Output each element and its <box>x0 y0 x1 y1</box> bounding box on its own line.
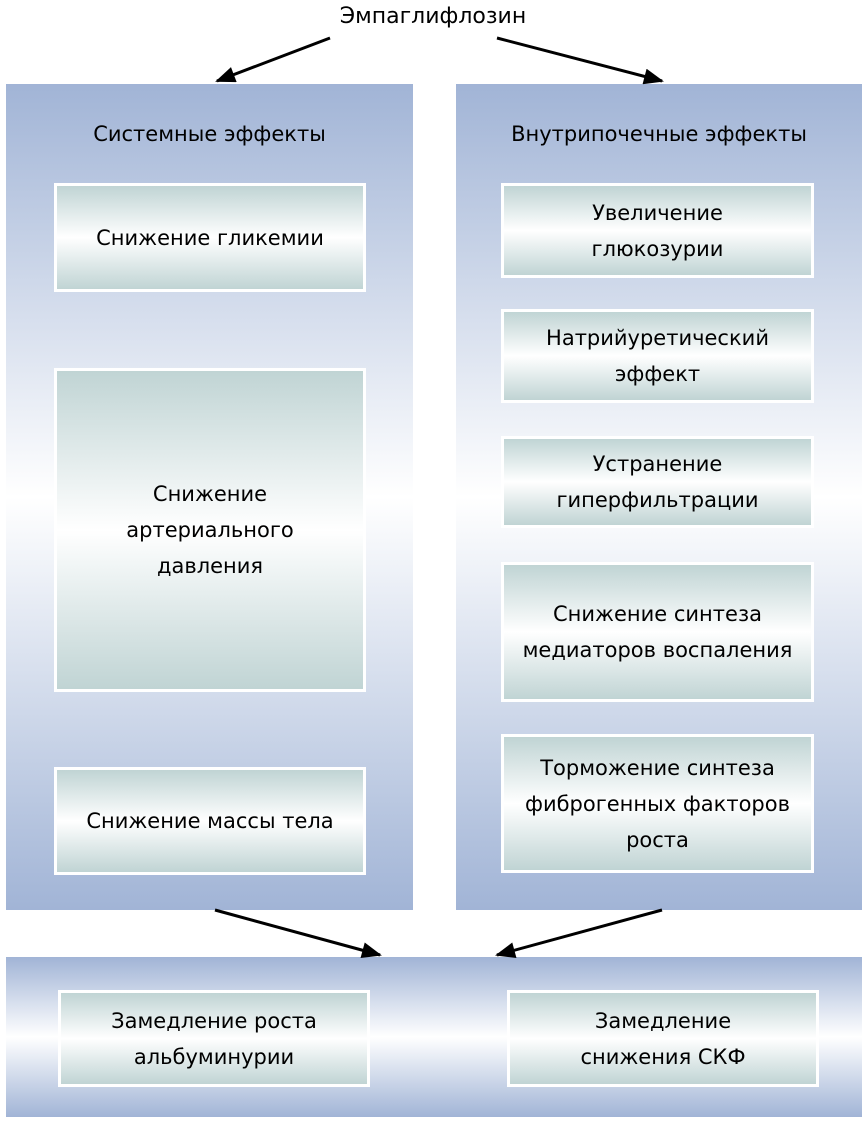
arrow-intrarenal-to-outcomes <box>495 908 663 958</box>
arrow-to-systemic <box>215 36 331 83</box>
drug-title: Эмпаглифлозин <box>339 4 527 29</box>
systemic-effects-panel: Системные эффекты Снижение гликемии Сниж… <box>6 84 413 910</box>
outcome-box: Замедление снижения СКФ <box>507 990 819 1087</box>
arrow-systemic-to-outcomes <box>214 908 382 958</box>
systemic-effects-header: Системные эффекты <box>93 122 326 146</box>
effect-box: Увеличение глюкозурии <box>501 183 814 278</box>
effect-box: Снижение гликемии <box>54 183 366 292</box>
outcome-box: Замедление роста альбуминурии <box>58 990 370 1087</box>
intrarenal-effects-header: Внутрипочечные эффекты <box>511 122 807 146</box>
arrow-to-intrarenal <box>496 36 664 85</box>
effect-box: Снижение массы тела <box>54 767 366 875</box>
outcomes-panel: Замедление роста альбуминурии Замедление… <box>6 957 862 1117</box>
effect-box: Устранение гиперфильтрации <box>501 436 814 528</box>
effect-box: Снижение артериального давления <box>54 368 366 692</box>
intrarenal-effects-panel: Внутрипочечные эффекты Увеличение глюкоз… <box>456 84 862 910</box>
effect-box: Торможение синтеза фиброгенных факторов … <box>501 734 814 873</box>
effect-box: Натрийуретический эффект <box>501 309 814 403</box>
effect-box: Снижение синтеза медиаторов воспаления <box>501 562 814 702</box>
